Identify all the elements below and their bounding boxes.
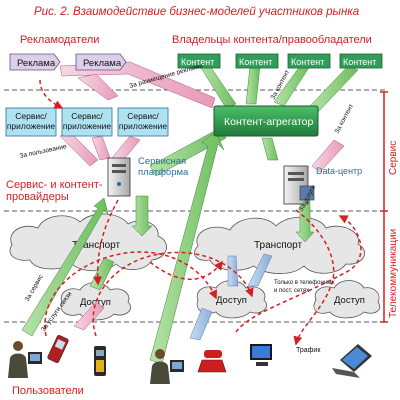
arrow-ad-to-aggregator — [59, 61, 216, 109]
content-box-2: Контент — [235, 53, 279, 69]
service-app-box-2-label: Сервис/приложение — [63, 111, 112, 131]
ad-box-2: Реклама — [75, 53, 127, 71]
arrow-user-to-aggregator — [149, 131, 225, 365]
service-app-box-3: Сервис/приложение — [117, 107, 169, 137]
caption-for-content-2: За контент — [334, 103, 355, 135]
monitor-icon — [250, 344, 272, 366]
arrow-aggregator-to-datacenter — [261, 137, 279, 161]
handset-icon — [94, 346, 106, 376]
arrow-datacenter-to-aggregator — [311, 139, 345, 173]
service-app-box-1-label-line1: Сервис/ — [15, 111, 47, 121]
content-box-1: Контент — [177, 53, 221, 69]
transport-cloud-left — [9, 213, 167, 272]
user-person-icon-1 — [8, 341, 42, 378]
flow-platform-traffic — [93, 199, 119, 286]
arrow-content-down-2 — [245, 65, 261, 105]
arrow-users-to-telecom — [189, 307, 213, 341]
ad-box-1-label: Реклама — [17, 58, 56, 69]
desk-phone-icon — [197, 350, 227, 373]
service-app-box-1-label-line2: приложение — [7, 121, 56, 131]
arrow-access-mid-up — [227, 255, 239, 287]
flow-transport-cross — [149, 260, 223, 280]
advertisers-label: Рекламодатели — [20, 34, 99, 46]
ad-box-1: Реклама — [9, 53, 61, 71]
owners-label: Владельцы контента/правообладатели — [172, 34, 372, 46]
service-app-box-2-label-line1: Сервис/ — [71, 111, 103, 121]
caption-phone-only-1: Только в телефонных — [274, 280, 334, 286]
aggregator-box: Контент-агрегатор — [213, 105, 319, 137]
access-cloud-right — [313, 280, 381, 319]
users-label: Пользователи — [12, 385, 84, 397]
arrow-platform-down — [131, 195, 153, 237]
arrow-ad-to-services — [77, 73, 119, 101]
flow-right-loop — [235, 215, 362, 333]
transport-label-right: Транспорт — [254, 240, 303, 251]
content-box-1-label: Контент — [181, 57, 214, 67]
service-app-box-1-label: Сервис/приложение — [7, 111, 56, 131]
datacenter-server-icon — [283, 165, 315, 205]
transport-cloud-right — [194, 216, 365, 274]
aggregator-label: Контент-агрегатор — [224, 116, 313, 128]
flow-loop-middle — [92, 251, 254, 337]
service-platform-server-icon — [107, 157, 131, 197]
providers-label-line1: Сервис- и контент- — [6, 179, 103, 191]
arrow-datacenter-down — [295, 195, 315, 243]
flow-datacenter-traffic — [293, 209, 335, 346]
content-box-4-label: Контент — [343, 57, 376, 67]
flow-loop-left — [44, 251, 218, 337]
service-app-box-1: Сервис/приложение — [5, 107, 57, 137]
user-person-icon-2 — [150, 349, 184, 384]
service-app-box-2-label-line2: приложение — [63, 121, 112, 131]
providers-label: Сервис- и контент-провайдеры — [6, 179, 103, 203]
arrow-users-to-provider — [21, 197, 109, 337]
service-app-box-3-label: Сервис/приложение — [119, 111, 168, 131]
content-box-3: Контент — [287, 53, 331, 69]
datacenter-label: Data-центр — [316, 166, 362, 176]
mobile-phone-icon — [47, 335, 69, 363]
providers-label-line2: провайдеры — [6, 191, 69, 203]
layer-telecom-label: Телекоммуникации — [388, 229, 399, 318]
service-platform-label-2: платформа — [138, 167, 189, 178]
layer-service-label: Сервис — [388, 141, 399, 175]
figure-title: Рис. 2. Взаимодействие бизнес-моделей уч… — [34, 6, 359, 18]
service-app-box-2: Сервис/приложение — [61, 107, 113, 137]
caption-traffic: Трафик — [296, 347, 321, 354]
content-box-2-label: Контент — [239, 57, 272, 67]
laptop-icon — [332, 344, 372, 378]
flow-ad-payment — [39, 79, 64, 109]
service-platform-label-1: Сервисная — [138, 156, 186, 167]
access-label-right: Доступ — [334, 295, 365, 306]
service-app-box-3-label-line1: Сервис/ — [127, 111, 159, 121]
service-app-box-3-label-line2: приложение — [119, 121, 168, 131]
arrow-access-mid-up-2 — [247, 253, 273, 287]
content-box-3-label: Контент — [291, 57, 324, 67]
ad-box-2-label: Реклама — [83, 58, 122, 69]
caption-for-use: За пользование — [19, 143, 68, 160]
arrow-user-to-transport — [73, 301, 105, 331]
transport-label-left: Транспорт — [72, 240, 121, 251]
content-box-4: Контент — [339, 53, 383, 69]
caption-phone-only-2: и пост. сетях — [274, 288, 309, 294]
access-label-middle: Доступ — [216, 295, 247, 306]
